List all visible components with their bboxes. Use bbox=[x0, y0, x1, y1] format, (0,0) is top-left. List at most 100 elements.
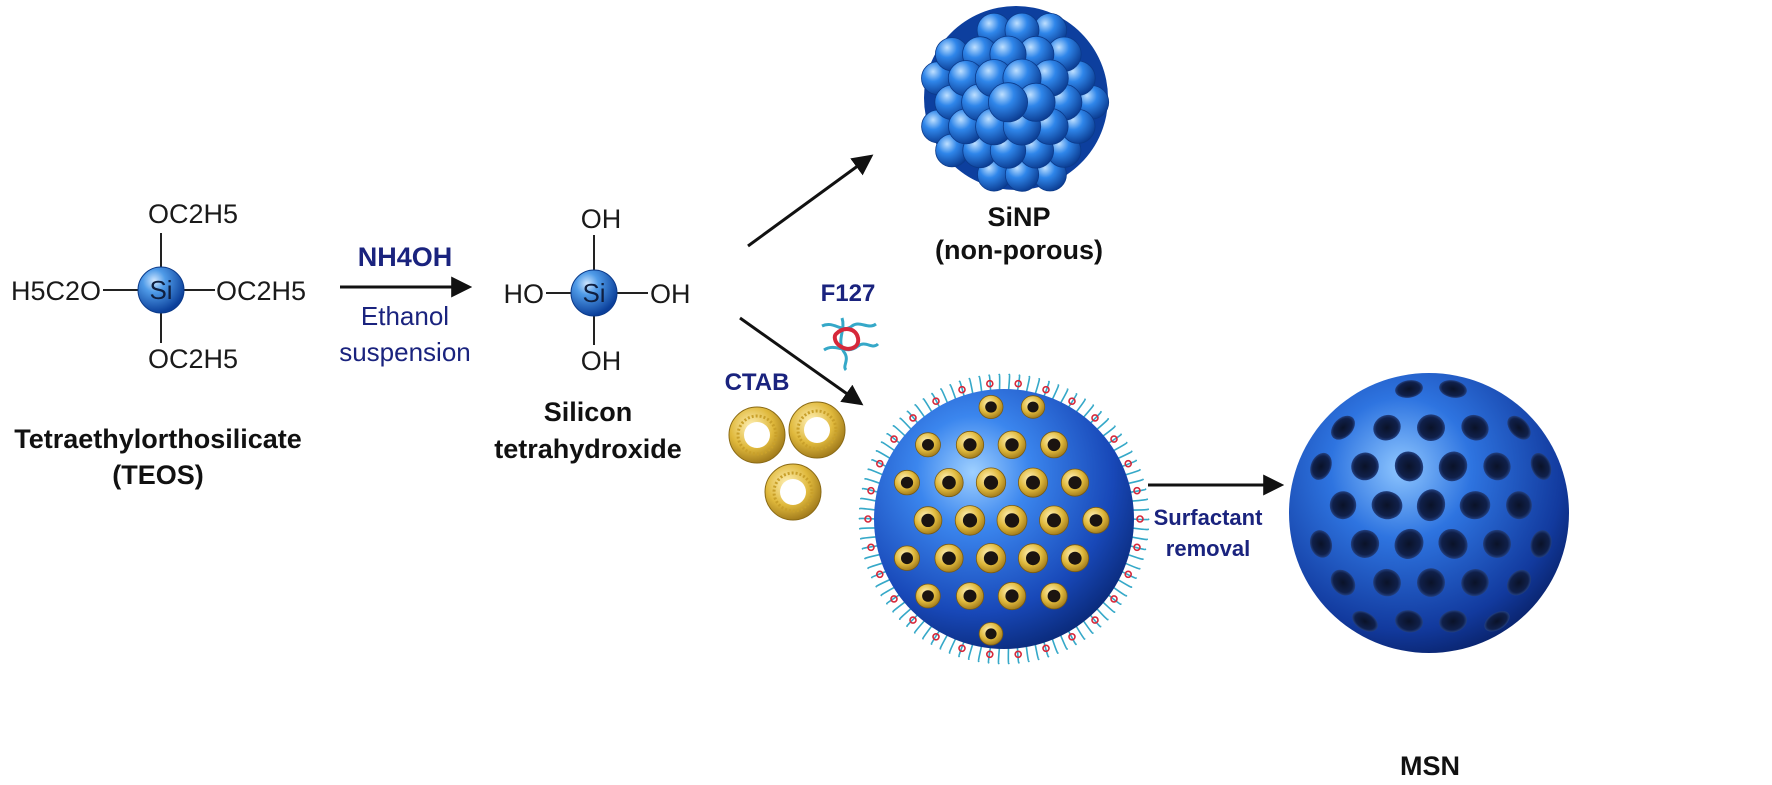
f127-knot bbox=[1042, 385, 1050, 394]
teos-group-right: OC2H5 bbox=[216, 276, 306, 306]
f127-strand bbox=[1007, 646, 1010, 665]
f127-strand bbox=[1128, 544, 1147, 551]
ctab-ring-core bbox=[985, 401, 997, 413]
msn-pore bbox=[1395, 380, 1423, 398]
f127-knot bbox=[958, 644, 966, 653]
f127-knot bbox=[1124, 459, 1132, 468]
f127-strand bbox=[864, 477, 882, 485]
msn-pore bbox=[1507, 415, 1531, 440]
f127-knot bbox=[1014, 650, 1023, 659]
f127-knot bbox=[909, 616, 917, 624]
msn-pore bbox=[1483, 452, 1511, 481]
ctab-ring-core bbox=[983, 551, 999, 566]
msn-pore bbox=[1439, 380, 1467, 398]
teos-group-left: H5C2O bbox=[11, 276, 101, 306]
msn-pore bbox=[1506, 491, 1532, 520]
ctab-ring-core bbox=[1089, 514, 1103, 527]
f127-strand bbox=[922, 398, 934, 414]
removal-line1: Surfactant bbox=[1154, 505, 1263, 530]
f127-strand bbox=[858, 527, 877, 530]
f127-strand bbox=[1130, 498, 1149, 502]
ctab-ring-core bbox=[1005, 589, 1019, 603]
f127-strand bbox=[1074, 398, 1086, 414]
msn-pore bbox=[1439, 610, 1467, 633]
sinp-beads bbox=[921, 12, 1110, 192]
f127-strand bbox=[967, 642, 974, 661]
ctab-ring-core bbox=[922, 439, 934, 451]
f127-strand bbox=[867, 562, 884, 570]
f127-strand bbox=[1126, 478, 1144, 485]
f127-strand bbox=[949, 384, 957, 401]
f127-strand bbox=[1082, 619, 1094, 634]
f127-knot bbox=[1014, 379, 1023, 388]
ctab-ring-core bbox=[963, 589, 977, 603]
msn-pore bbox=[1416, 568, 1446, 597]
silicic-group-right: OH bbox=[650, 279, 691, 309]
ctab-ring-core bbox=[921, 513, 935, 528]
f127-strand bbox=[1034, 643, 1040, 661]
f127-strand bbox=[1116, 578, 1133, 588]
msn-pore bbox=[1461, 414, 1489, 441]
f127-knot bbox=[864, 515, 872, 523]
f127-knot bbox=[1068, 397, 1076, 406]
msn-sphere: MSN bbox=[1289, 373, 1569, 781]
f127-strand bbox=[886, 593, 901, 605]
f127-strand bbox=[861, 544, 879, 550]
f127-strand bbox=[913, 619, 926, 634]
msn-pore bbox=[1461, 569, 1489, 597]
f127-knot bbox=[909, 414, 917, 422]
f127-knot bbox=[867, 543, 875, 552]
f127-fringe bbox=[858, 373, 1150, 665]
f127-strand bbox=[1120, 570, 1137, 579]
msn-pore bbox=[1309, 530, 1333, 558]
f127-strand bbox=[987, 646, 992, 664]
ctab-ring-core bbox=[1068, 476, 1082, 490]
f127-knot bbox=[1091, 616, 1099, 624]
msn-pore bbox=[1438, 451, 1468, 482]
f127-strand bbox=[1131, 518, 1150, 521]
f127-knot bbox=[1133, 543, 1141, 552]
teos-name-line1: Tetraethylorthosilicate bbox=[14, 424, 302, 454]
msn-name: MSN bbox=[1400, 751, 1460, 781]
f127-strand bbox=[1120, 459, 1138, 468]
f127-strand bbox=[867, 468, 885, 476]
f127-strand bbox=[939, 633, 949, 650]
f127-knot bbox=[875, 459, 884, 468]
silicic-name-line1: Silicon bbox=[544, 397, 633, 427]
msn-pore bbox=[1330, 569, 1356, 596]
ctab-ring-core bbox=[1004, 513, 1020, 528]
teos-group-bottom: OC2H5 bbox=[148, 344, 238, 374]
f127-strand bbox=[1088, 613, 1102, 628]
silicic-si-atom bbox=[570, 269, 618, 317]
sinp-name-line2: (non-porous) bbox=[935, 235, 1103, 265]
f127-strand bbox=[1130, 536, 1148, 541]
f127-strand bbox=[875, 578, 892, 588]
arrow-to-sinp bbox=[747, 154, 874, 248]
f127-strand bbox=[977, 644, 983, 663]
silicic-name-line2: tetrahydroxide bbox=[494, 434, 682, 464]
f127-strand bbox=[1095, 417, 1110, 431]
f127-polymer-icon bbox=[821, 317, 880, 372]
f127-strand bbox=[1112, 586, 1128, 597]
msn-pore bbox=[1484, 611, 1510, 632]
f127-knot bbox=[1068, 632, 1076, 641]
f127-strand bbox=[860, 497, 878, 502]
f127-strand bbox=[930, 629, 941, 645]
ctab-ring-core bbox=[1026, 551, 1040, 566]
msn-pore bbox=[1483, 529, 1511, 558]
f127-strand bbox=[1074, 624, 1086, 640]
sinp-bead bbox=[988, 82, 1029, 123]
f127-strand bbox=[1051, 384, 1060, 401]
f127-strand bbox=[958, 640, 966, 658]
msn-pore bbox=[1438, 528, 1468, 559]
msn-pore bbox=[1459, 491, 1491, 520]
f127-strand bbox=[968, 377, 974, 395]
condition-line2: suspension bbox=[339, 337, 471, 367]
f127-knot bbox=[1124, 570, 1132, 579]
f127-label: F127 bbox=[821, 280, 876, 307]
f127-strand bbox=[1067, 393, 1078, 409]
teos-name-line2: (TEOS) bbox=[112, 460, 204, 490]
f127-knot bbox=[890, 595, 898, 603]
silicic-si-label: Si bbox=[582, 278, 605, 308]
f127-strand bbox=[858, 517, 877, 520]
